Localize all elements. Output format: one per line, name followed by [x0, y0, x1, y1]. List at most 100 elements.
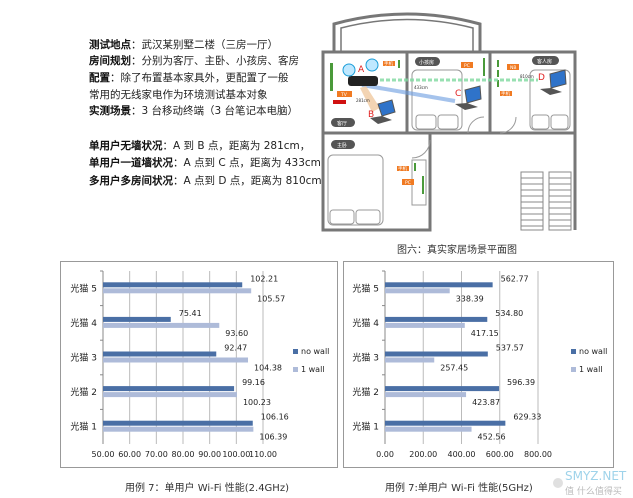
x-tick-label: 80.00 — [172, 450, 195, 459]
bar-no-wall — [385, 351, 488, 357]
bar-no-wall — [103, 420, 253, 426]
tag-tv: TV — [340, 92, 348, 98]
floor-plan: TV 手机 PC NB 手机 手机 PC 客厅 小孩房 客人房 主卧 A B C… — [321, 12, 577, 232]
router-icon — [342, 58, 379, 86]
data-label: 104.38 — [254, 364, 282, 373]
y-tick-label: 光猫 5 — [70, 282, 97, 294]
value: ：3 台移动终端（3 台笔记本电脑） — [131, 105, 299, 117]
x-tick-label: 70.00 — [145, 450, 168, 459]
point-b: B — [368, 110, 374, 120]
info-config-2: 常用的无线家电作为环境测试基本对象 — [89, 87, 268, 102]
value: ：分别为客厅、主卧、小孩房、客房 — [131, 55, 299, 67]
chart-caption-5ghz: 用例 7:单用户 Wi-Fi 性能(5GHz) — [385, 483, 533, 494]
data-label: 75.41 — [179, 309, 202, 318]
legend-swatch — [293, 367, 298, 372]
data-label: 562.77 — [501, 274, 529, 283]
info-scene: 实测场景：3 台移动终端（3 台笔记本电脑） — [89, 103, 298, 118]
value: 常用的无线家电作为环境测试基本对象 — [89, 89, 268, 101]
info-case-2: 单用户一道墙状况：A 点到 C 点，距离为 433cm — [89, 155, 321, 170]
label: 单用户一道墙状况 — [89, 157, 173, 169]
distance-ad: 810cm — [520, 74, 534, 79]
label: 配置 — [89, 72, 110, 84]
tag-phone: 手机 — [398, 165, 407, 172]
bar-1-wall — [385, 426, 472, 432]
x-tick-label: 0.00 — [376, 450, 394, 459]
legend-label: 1 wall — [579, 365, 603, 374]
bar-1-wall — [385, 322, 465, 328]
data-label: 106.39 — [259, 433, 287, 442]
value: ：A 点到 D 点，距离为 810cm — [173, 175, 322, 187]
info-case-1: 单用户无墙状况：A 到 B 点，距离为 281cm， — [89, 138, 310, 153]
label: 房间规划 — [89, 55, 131, 67]
tag-phone: 手机 — [501, 90, 510, 97]
watermark-logo: SMYZ.NET 值 什么值得买 — [553, 469, 627, 497]
watermark-text: SMYZ.NET — [565, 469, 627, 483]
bar-no-wall — [103, 351, 217, 357]
bar-1-wall — [385, 392, 467, 398]
x-tick-label: 110.00 — [249, 450, 277, 459]
data-label: 534.80 — [495, 309, 523, 318]
bar-no-wall — [385, 316, 488, 322]
label: 测试地点 — [89, 39, 131, 51]
bar-no-wall — [385, 420, 506, 426]
balcony-arch — [332, 12, 482, 52]
data-label: 102.21 — [250, 274, 278, 283]
y-tick-label: 光猫 4 — [352, 317, 379, 329]
y-tick-label: 光猫 3 — [352, 352, 379, 364]
x-tick-label: 100.00 — [222, 450, 250, 459]
bar-1-wall — [103, 288, 252, 294]
legend-label: no wall — [301, 347, 329, 356]
staircase — [520, 171, 572, 231]
value: ：武汉某别墅二楼（三房一厅） — [131, 39, 278, 51]
legend-label: 1 wall — [301, 365, 325, 374]
bar-1-wall — [385, 357, 435, 363]
point-a: A — [358, 65, 365, 75]
value: ：A 到 B 点，距离为 281cm， — [162, 140, 311, 152]
signal-c — [361, 83, 456, 103]
floorplan-caption: 图六：真实家居场景平面图 — [397, 245, 517, 256]
upper-rooms-wall — [321, 50, 577, 135]
tag-phone: 手机 — [384, 60, 393, 67]
watermark-brand: 值 什么值得买 — [565, 485, 622, 497]
data-label: 106.16 — [261, 413, 289, 422]
bar-1-wall — [103, 392, 237, 398]
data-label: 423.87 — [472, 398, 500, 407]
info-location: 测试地点：武汉某别墅二楼（三房一厅） — [89, 37, 278, 52]
laptop-icons — [370, 69, 567, 124]
x-tick-label: 90.00 — [198, 450, 221, 459]
bar-1-wall — [103, 357, 249, 363]
y-tick-label: 光猫 1 — [70, 421, 97, 433]
label: 单用户无墙状况 — [89, 140, 163, 152]
data-label: 93.60 — [225, 329, 248, 338]
value: ：除了布置基本家具外，更配置了一般 — [110, 72, 289, 84]
label: 实测场景 — [89, 105, 131, 117]
data-label: 629.33 — [513, 413, 541, 422]
signal-b — [360, 86, 380, 112]
x-tick-label: 600.00 — [486, 450, 514, 459]
tag-nb: NB — [510, 65, 516, 71]
y-tick-label: 光猫 2 — [352, 386, 379, 398]
x-tick-label: 800.00 — [524, 450, 552, 459]
x-tick-label: 50.00 — [92, 450, 115, 459]
bar-no-wall — [103, 282, 243, 288]
tag-pc: PC — [405, 180, 411, 186]
data-label: 417.15 — [471, 329, 499, 338]
distance-ab: 281cm — [356, 98, 370, 103]
value: ：A 点到 C 点，距离为 433cm — [173, 157, 321, 169]
bar-no-wall — [103, 316, 171, 322]
data-label: 92.47 — [224, 344, 247, 353]
bar-1-wall — [385, 288, 450, 294]
legend-swatch — [293, 349, 298, 354]
bar-1-wall — [103, 322, 220, 328]
data-label: 338.39 — [456, 294, 484, 303]
label: 多用户多房间状况 — [89, 175, 173, 187]
y-tick-label: 光猫 5 — [352, 282, 379, 294]
y-tick-label: 光猫 2 — [70, 386, 97, 398]
room-living: 客厅 — [337, 120, 347, 127]
data-label: 99.16 — [242, 378, 265, 387]
tag-pc: PC — [464, 63, 470, 69]
legend-swatch — [571, 367, 576, 372]
